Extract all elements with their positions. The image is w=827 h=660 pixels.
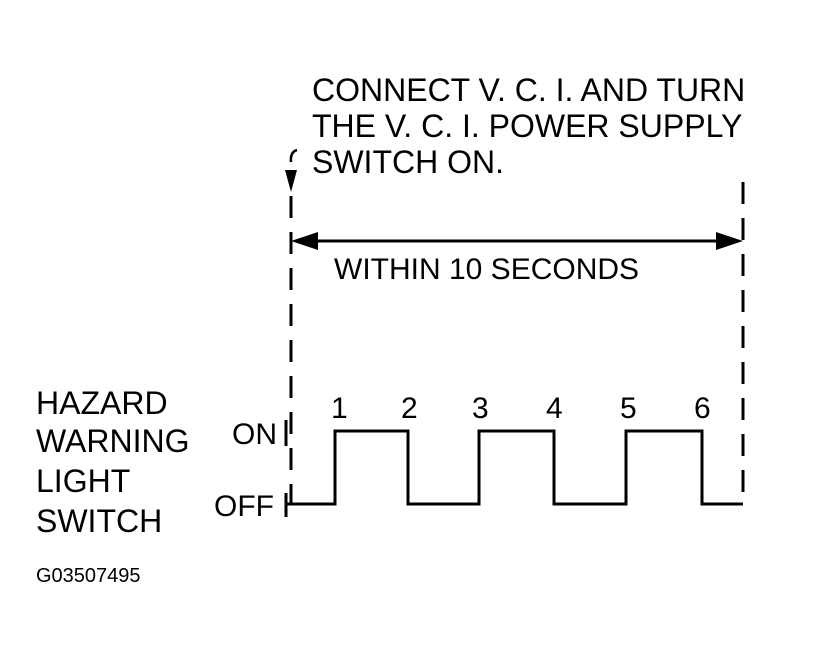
state-on-label: ON — [232, 418, 277, 451]
instruction-line-3: SWITCH ON. — [312, 144, 504, 180]
switch-label-line-1: HAZARD — [36, 385, 168, 421]
timing-arrow-right-head — [716, 232, 743, 250]
switch-signal-waveform — [286, 429, 743, 506]
figure-id: G03507495 — [36, 565, 141, 587]
pulse-edge-1: 1 — [331, 392, 348, 425]
timing-label: WITHIN 10 SECONDS — [334, 253, 639, 286]
pulse-edge-6: 6 — [694, 392, 711, 425]
state-off-label: OFF — [214, 490, 274, 523]
switch-label-line-2: WARNING — [36, 423, 189, 459]
instruction-line-2: THE V. C. I. POWER SUPPLY — [312, 108, 742, 144]
pointer-arrowhead — [285, 170, 297, 192]
pulse-edge-2: 2 — [401, 392, 418, 425]
pulse-edge-3: 3 — [472, 392, 489, 425]
pointer-curve — [289, 148, 298, 163]
switch-label-line-4: SWITCH — [36, 503, 162, 539]
pulse-edge-5: 5 — [620, 392, 637, 425]
timing-arrow-left-head — [291, 232, 318, 250]
pulse-edge-4: 4 — [546, 392, 563, 425]
switch-label-line-3: LIGHT — [36, 463, 130, 499]
instruction-line-1: CONNECT V. C. I. AND TURN — [312, 72, 745, 108]
